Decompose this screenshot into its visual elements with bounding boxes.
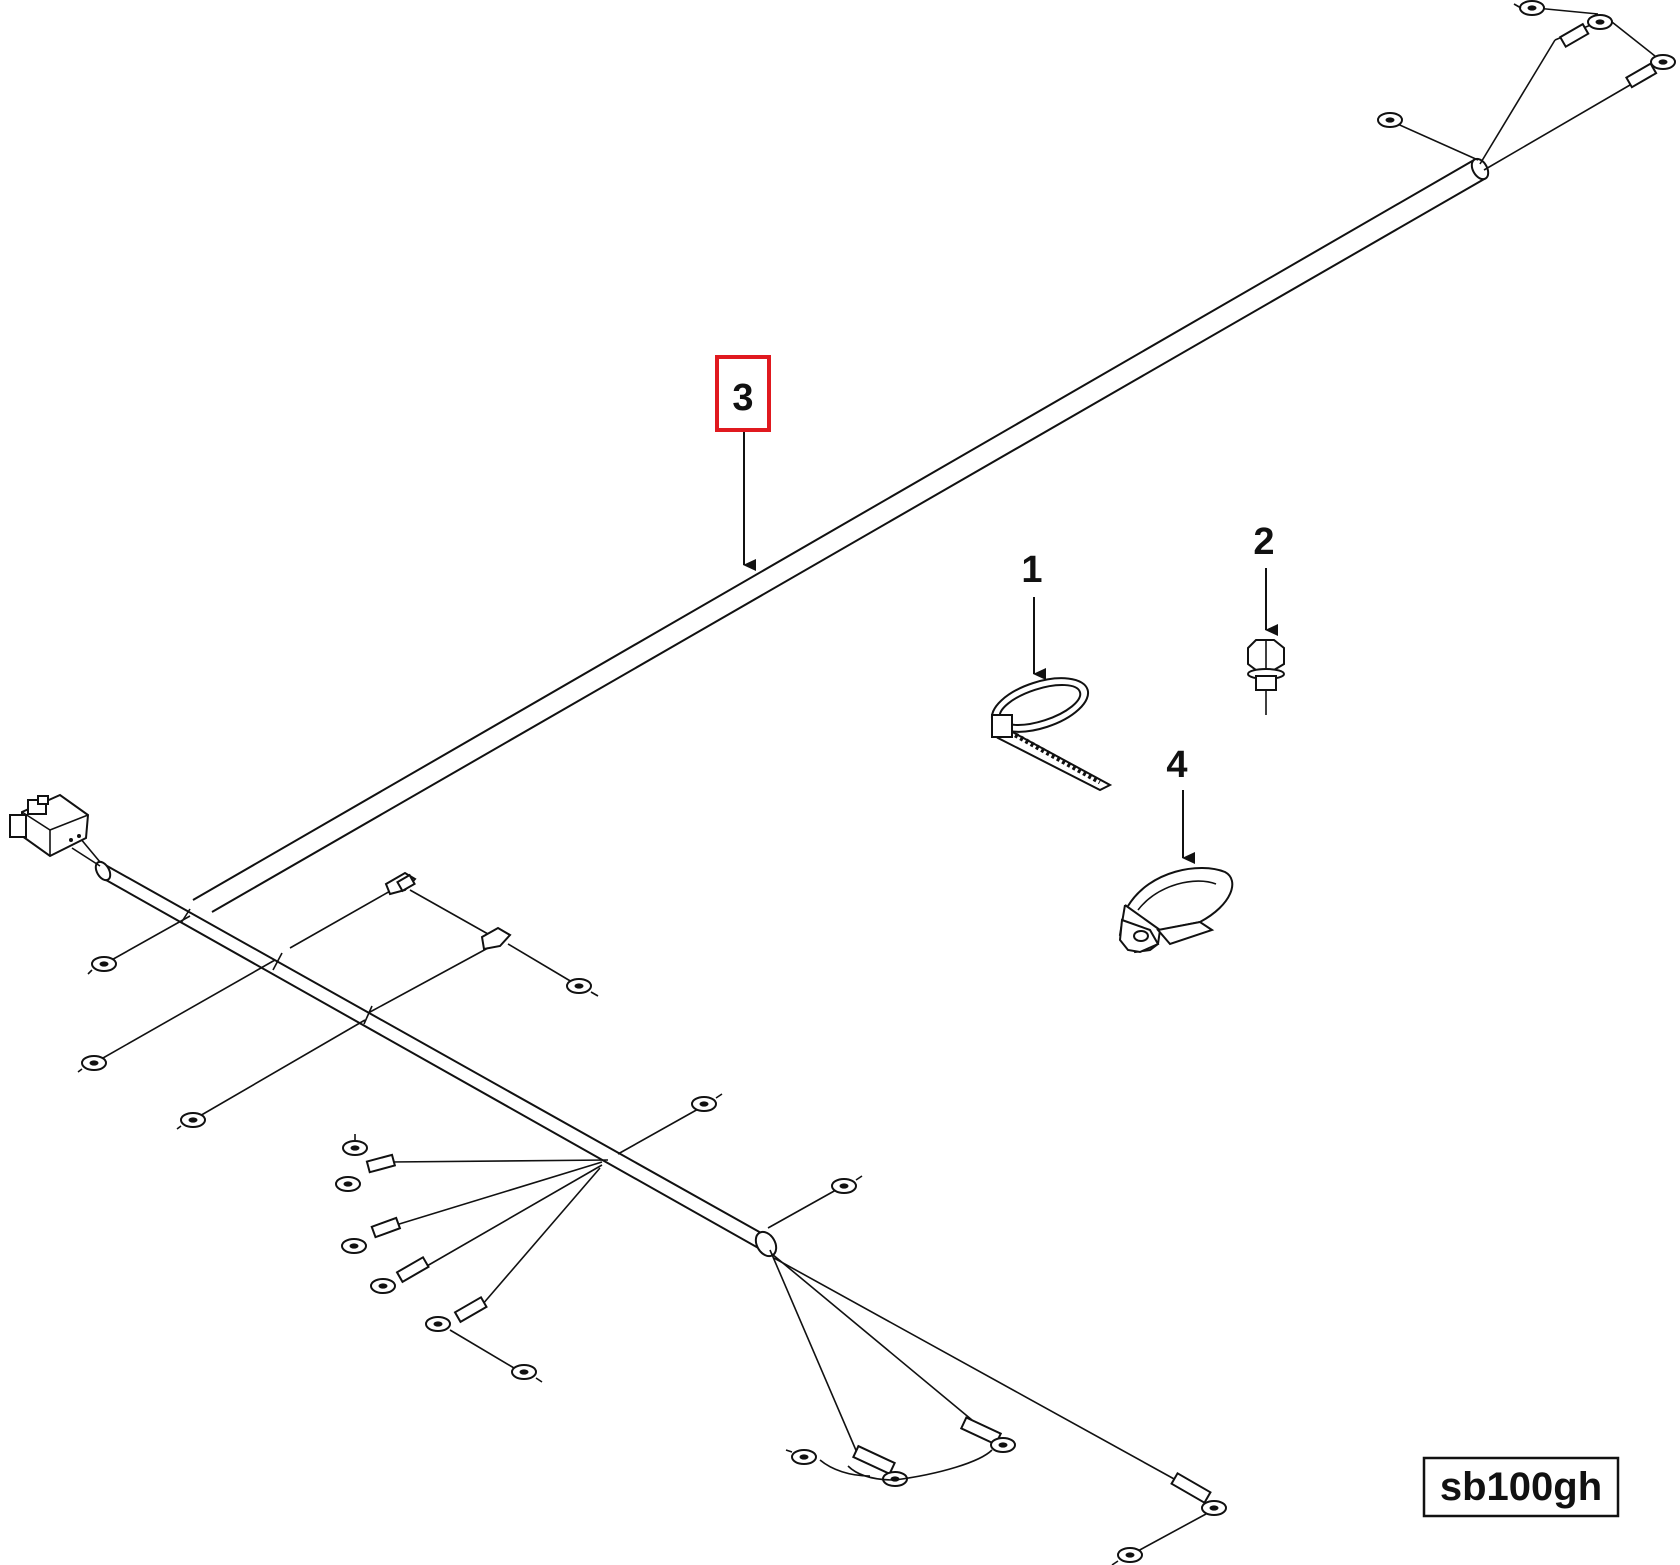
- callout-3: 3: [715, 355, 771, 571]
- harness-trunk-long: [192, 157, 1490, 913]
- harness-trunk-short: [94, 860, 778, 1258]
- callout-1: 1: [1021, 549, 1046, 680]
- callout-3-highlight-box: [715, 355, 771, 432]
- callout-4-label: 4: [1166, 744, 1187, 786]
- bolt-part: [1247, 639, 1285, 715]
- cable-tie-part: [990, 677, 1113, 792]
- short-trunk-end-breakout: [767, 1175, 1227, 1565]
- top-right-breakout: [1377, 0, 1676, 171]
- reference-code: sb100gh: [1440, 1465, 1602, 1509]
- callout-4: 4: [1166, 744, 1195, 864]
- left-breakouts: [77, 871, 599, 1130]
- p-clamp-part: [1118, 867, 1234, 954]
- callout-3-label: 3: [732, 377, 753, 419]
- callout-1-label: 1: [1021, 549, 1042, 591]
- plug-connector: [9, 793, 101, 867]
- reference-code-box: sb100gh: [1422, 1456, 1620, 1518]
- middle-fan-breakout: [335, 1093, 723, 1383]
- callout-2-label: 2: [1253, 521, 1274, 563]
- callout-2: 2: [1253, 521, 1278, 636]
